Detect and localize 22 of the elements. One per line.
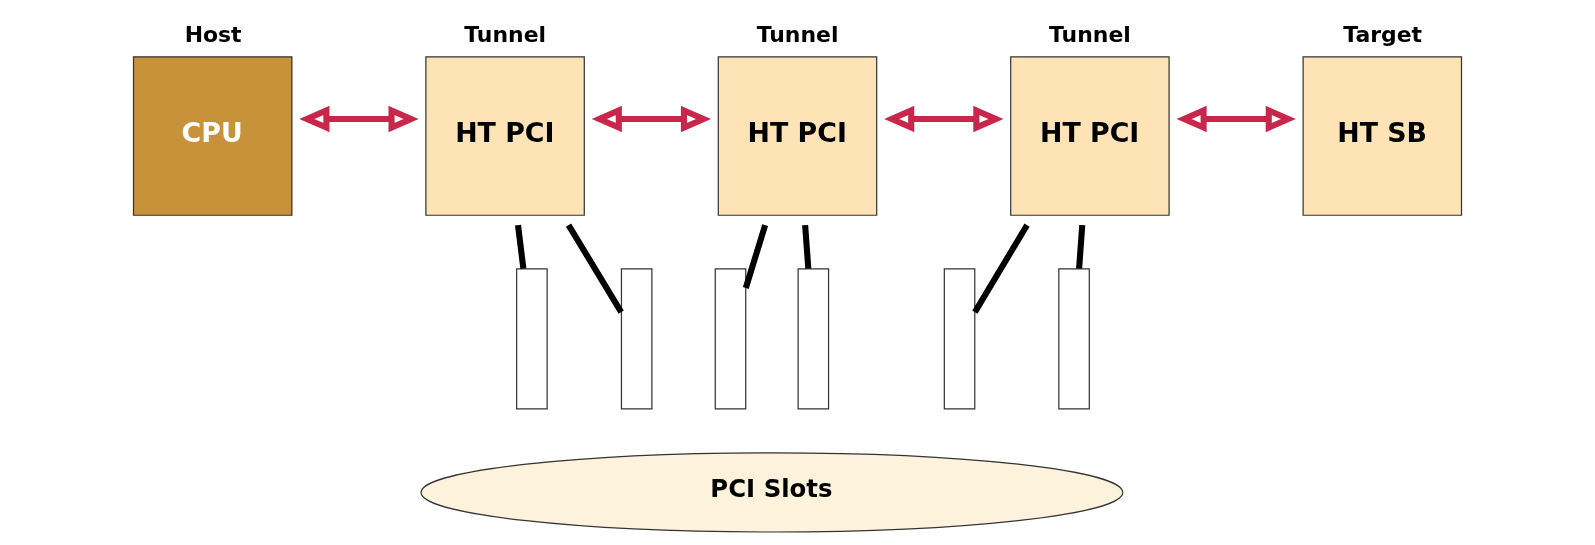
- node-bar: [943, 268, 976, 410]
- node-bar: [797, 268, 830, 410]
- connector: [515, 224, 527, 269]
- connector: [802, 224, 812, 269]
- node-label: Tunnel: [464, 21, 547, 47]
- node-bar: [620, 268, 653, 410]
- node-bar: [1058, 268, 1090, 410]
- connector: [565, 223, 624, 314]
- node-ellipse: PCI Slots: [420, 452, 1124, 533]
- arrow: [591, 105, 712, 133]
- arrow: [299, 105, 419, 133]
- node-label: Target: [1343, 21, 1423, 47]
- node-label: Tunnel: [1049, 21, 1131, 47]
- arrow: [884, 105, 1004, 133]
- node-label: Tunnel: [756, 21, 839, 47]
- node-bar: [714, 268, 747, 410]
- connector: [742, 224, 769, 289]
- connector: [1076, 224, 1086, 269]
- connector: [972, 223, 1030, 314]
- node-bar: [516, 268, 548, 410]
- arrow: [1176, 105, 1296, 133]
- node-label: Host: [184, 21, 242, 47]
